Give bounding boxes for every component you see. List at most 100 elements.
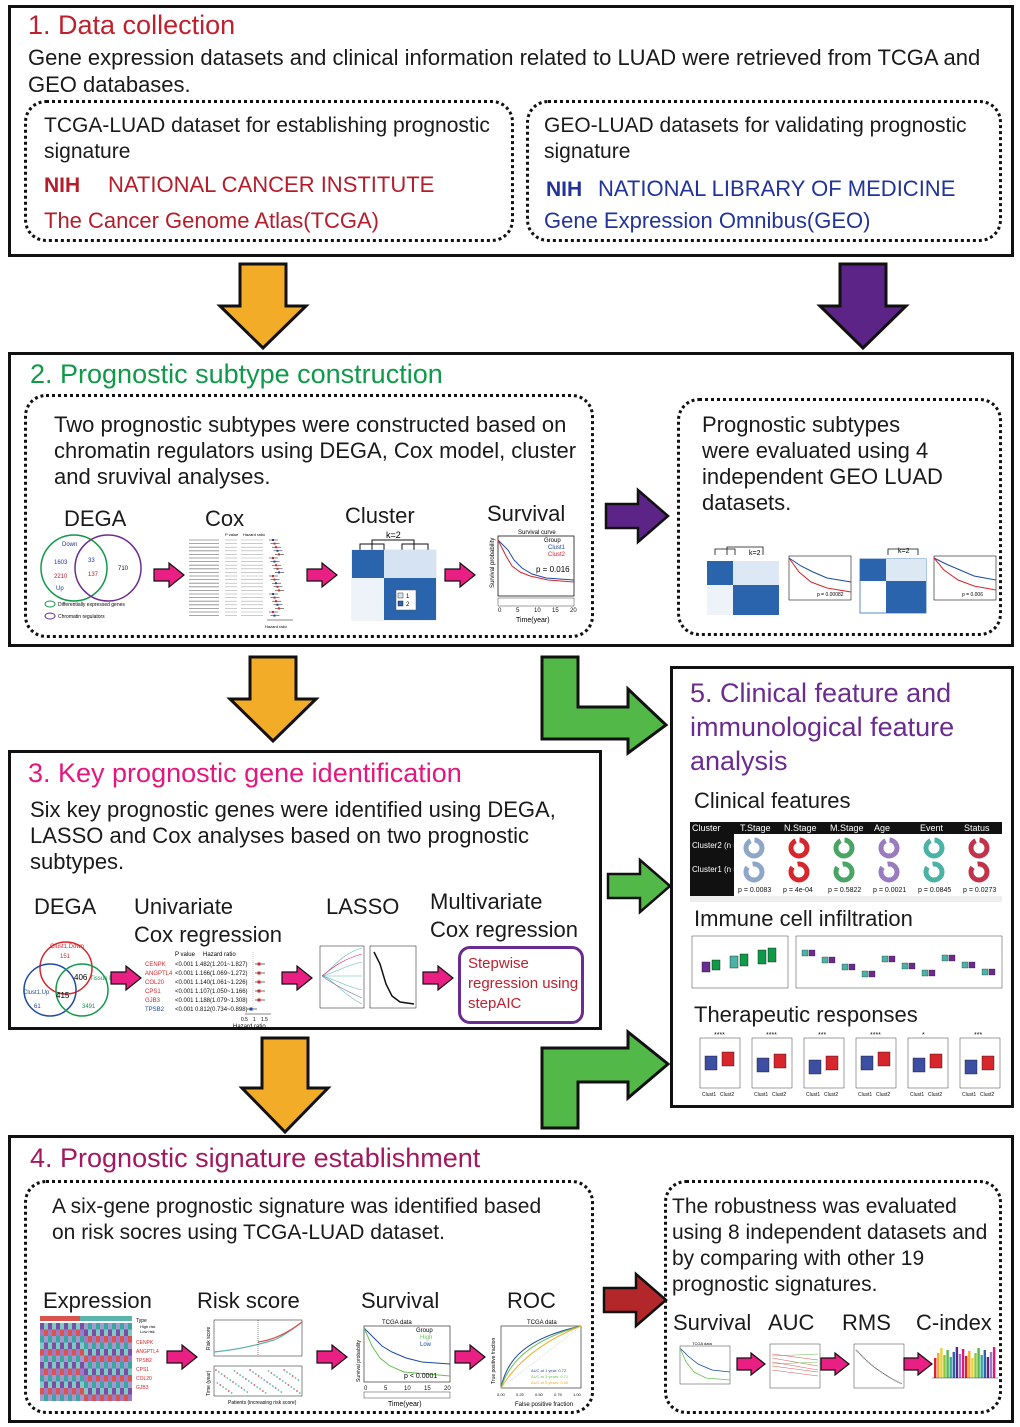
heat-cell [116, 1381, 120, 1388]
rob-step-survival: Survival [673, 1310, 752, 1335]
dega-venn-diagram: Down Up 1603 2210 33 137 710 Differentia… [40, 534, 142, 620]
ther-frame [751, 1037, 793, 1089]
heat-cell [116, 1368, 120, 1375]
ther-box-c2 [825, 1055, 839, 1071]
heat-cell [48, 1362, 52, 1369]
heat-cell [60, 1368, 64, 1375]
heat-cell [80, 1362, 84, 1369]
heat-cell [64, 1388, 68, 1395]
heat-cell [84, 1349, 88, 1356]
immune-box [729, 955, 739, 969]
heat-cell [64, 1342, 68, 1349]
heat-cell [64, 1368, 68, 1375]
risk-dot [296, 1390, 298, 1392]
heat-cell [100, 1355, 104, 1362]
s4r-pink-arrow-2 [820, 1351, 850, 1377]
heat-cell [48, 1381, 52, 1388]
heat-cell [52, 1329, 56, 1336]
heat-cell [96, 1342, 100, 1349]
cox-point [276, 567, 279, 570]
heat-cell [60, 1394, 64, 1401]
heat-cell [88, 1368, 92, 1375]
heat-cell [52, 1362, 56, 1369]
geo-validation-text: Prognostic subtypes were evaluated using… [702, 412, 943, 515]
heat-cell [72, 1394, 76, 1401]
clin-header: Age [874, 823, 890, 833]
heat-cell [76, 1329, 80, 1336]
heat-gene: ANGPTL4 [136, 1349, 159, 1355]
ther-box-c1 [860, 1055, 874, 1071]
heat-cell [112, 1355, 116, 1362]
heat-cell [124, 1336, 128, 1343]
risk-dot [264, 1392, 267, 1394]
cox-point [272, 611, 274, 613]
heat-cell [72, 1355, 76, 1362]
s3-step-cox2: Cox regression [430, 917, 578, 942]
expression-heatmap: Type High risk Low risk CENPKANGPTL4TPSB… [40, 1316, 159, 1401]
s3-pink-arrow-2 [281, 964, 313, 992]
heat-cell [100, 1336, 104, 1343]
risk-dot [253, 1384, 256, 1386]
clin-header: Event [920, 823, 944, 833]
heat-cell [52, 1342, 56, 1349]
heat-cell [80, 1368, 84, 1375]
heat-cell [104, 1388, 108, 1395]
cindex-bar [971, 1358, 974, 1378]
roc-tick: 0.25 [516, 1392, 525, 1397]
s4-surv-tick: 20 [444, 1386, 451, 1392]
heat-cell [92, 1368, 96, 1375]
heat-cell [128, 1362, 132, 1369]
risk-dot [236, 1372, 239, 1374]
heat-cell [84, 1329, 88, 1336]
heat-cell [84, 1355, 88, 1362]
signature-box [24, 1180, 594, 1414]
expr-legend-type: Type [136, 1318, 147, 1324]
heat-cell [92, 1381, 96, 1388]
heat-cell [116, 1355, 120, 1362]
immune-box [908, 962, 916, 970]
risk-dot [281, 1380, 284, 1382]
clin-donut [968, 837, 990, 859]
heat-cell [80, 1329, 84, 1336]
cox-point [273, 560, 276, 563]
heat-cell [60, 1388, 64, 1395]
risk-dot [271, 1385, 274, 1387]
heat-cell [52, 1336, 56, 1343]
heat-cell [44, 1342, 48, 1349]
roc-plot: TCGA data AUC at 1 year: 0.72 AUC at 3 y… [491, 1320, 582, 1408]
uni-p: <0.001 [175, 980, 194, 986]
step-dega-label: DEGA [64, 506, 127, 531]
heat-cell [64, 1349, 68, 1356]
heat-cell [40, 1355, 44, 1362]
risk-dot [216, 1382, 219, 1384]
heat-cell [92, 1355, 96, 1362]
roc-xlabel: False positive fraction [515, 1402, 573, 1408]
s4r-pink-arrow-3 [903, 1351, 933, 1377]
surv-g1: Clust1 [548, 545, 566, 551]
heat-cell [108, 1362, 112, 1369]
s4-surv-tick: 0 [364, 1386, 368, 1392]
heat-cell [68, 1355, 72, 1362]
heat-cell [120, 1342, 124, 1349]
heat-cell [76, 1349, 80, 1356]
heat-cell [96, 1362, 100, 1369]
heat-cell [104, 1349, 108, 1356]
heat-cell [56, 1342, 60, 1349]
heat-gene: CPS1 [136, 1367, 149, 1373]
risk-dot [233, 1370, 236, 1372]
roc-legend-2: AUC at 3 years: 0.71 [531, 1374, 569, 1379]
immune-frame-1 [691, 935, 789, 989]
heat-cell [68, 1375, 72, 1382]
cox-point [272, 539, 274, 541]
heat-cell [128, 1355, 132, 1362]
clin-donut [833, 837, 855, 859]
heat-cell [72, 1336, 76, 1343]
heat-cell [92, 1329, 96, 1336]
risk-dot [249, 1369, 251, 1371]
venn-legend-2: Chromatin regulators [58, 614, 105, 620]
s2-pink-arrow-1 [153, 561, 185, 589]
